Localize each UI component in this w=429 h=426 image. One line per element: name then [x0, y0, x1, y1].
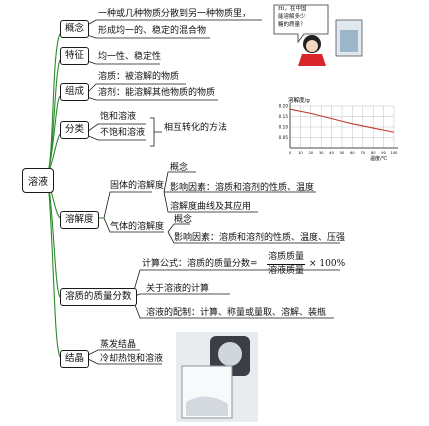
formula-denominator: 溶液质量 — [268, 266, 305, 276]
mini-chart-series-line — [289, 108, 395, 133]
mass-calc: 关于溶液的计算 — [146, 284, 210, 294]
gas-factors: 影响因素：溶质和溶剂的性质、温度、压强 — [174, 233, 346, 243]
speech-line2: 能溶解多少 — [278, 14, 306, 20]
mini-chart-ytick: 0.20 — [279, 104, 289, 109]
mini-chart-ytick: 0.15 — [279, 114, 289, 119]
mini-chart-xtick: 40 — [329, 151, 334, 155]
branch-composition: 组成 — [60, 83, 90, 101]
solid-concept: 概念 — [170, 163, 189, 173]
speech-line1: Hi，在中国 — [278, 6, 307, 12]
root-node: 溶液 — [22, 168, 54, 193]
solubility-mini-chart: 溶解度/g 温度/℃ 0 10 20 30 40 50 60 70 80 90 100 0.20 0.1… — [266, 96, 406, 166]
formula-numerator: 溶质质量 — [268, 252, 305, 262]
cryst-evaporate: 蒸发结晶 — [100, 340, 137, 350]
mini-chart-xlabel: 温度/℃ — [370, 155, 388, 162]
branch-classification: 分类 — [60, 121, 90, 139]
mini-chart-xtick: 30 — [319, 151, 324, 155]
speech-line3: 糖的质量？ — [278, 22, 306, 28]
solid-factors: 影响因素：溶质和溶剂的性质、温度 — [170, 183, 315, 193]
cryst-cool: 冷却热饱和溶液 — [100, 354, 164, 364]
composition-solute: 溶质：被溶解的物质 — [98, 72, 180, 82]
branch-solubility: 溶解度 — [60, 211, 99, 229]
concept-text-line2: 形成均一的、稳定的混合物 — [98, 26, 207, 36]
mini-chart-ytick: 0.10 — [279, 125, 289, 130]
mini-chart-xtick: 60 — [350, 151, 355, 155]
mini-chart-xtick: 0 — [289, 151, 292, 155]
solid-curve: 溶解度曲线及其应用 — [170, 202, 252, 212]
mass-prep: 溶液的配制：计算、称量或量取、溶解、装瓶 — [146, 308, 327, 318]
class-conversion: 相互转化的方法 — [164, 123, 228, 133]
branch-feature: 特征 — [60, 47, 90, 65]
mini-chart-xtick: 10 — [298, 151, 303, 155]
class-unsaturated: 不饱和溶液 — [100, 128, 146, 138]
formula-fraction-bar — [267, 264, 305, 265]
mini-chart-xtick: 20 — [309, 151, 314, 155]
branch-crystallization: 结晶 — [60, 350, 90, 368]
mini-chart-xtick: 70 — [361, 151, 366, 155]
branch-concept: 概念 — [60, 20, 90, 38]
gas-solubility: 气体的溶解度 — [110, 222, 165, 232]
mini-chart-ylabel: 溶解度/g — [288, 96, 310, 104]
mini-chart-ytick: 0.05 — [279, 135, 289, 140]
solid-solubility: 固体的溶解度 — [110, 181, 165, 191]
mini-chart-xtick: 80 — [371, 151, 376, 155]
composition-solvent: 溶剂：能溶解其他物质的物质 — [98, 88, 216, 98]
mini-chart-xtick: 100 — [391, 151, 399, 155]
formula-prefix: 计算公式：溶质的质量分数= — [142, 259, 258, 269]
formula-suffix: × 100% — [309, 259, 346, 269]
crystal-beaker-photo — [176, 332, 258, 422]
gas-concept: 概念 — [174, 215, 193, 225]
class-saturated: 饱和溶液 — [100, 112, 137, 122]
mini-chart-xtick: 90 — [381, 151, 386, 155]
feature-text: 均一性、稳定性 — [98, 52, 162, 62]
concept-text-line1: 一种或几种物质分散到另一种物质里， — [98, 9, 252, 19]
mini-chart-xtick: 50 — [340, 151, 345, 155]
branch-mass-fraction: 溶质的质量分数 — [60, 288, 137, 306]
girl-illustration — [270, 2, 378, 66]
